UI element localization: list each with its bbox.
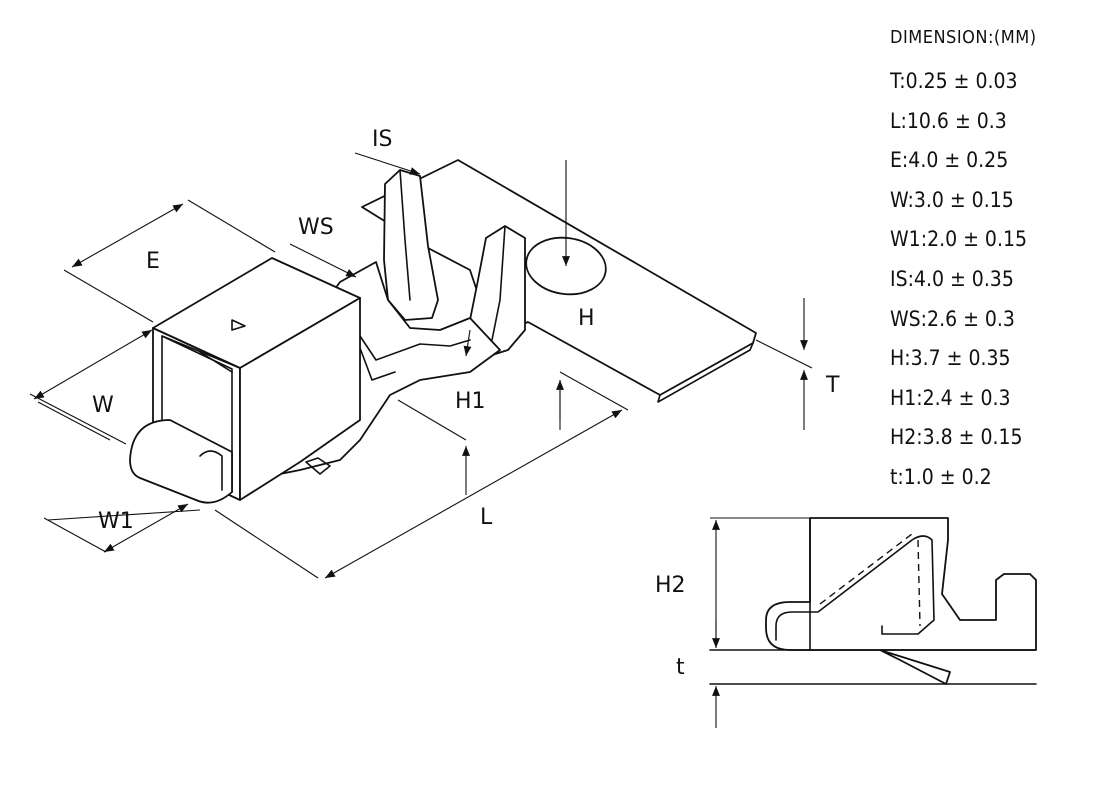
label-e: E — [146, 249, 160, 274]
terminal-side-view: H2 t — [655, 517, 1037, 728]
label-t-small: t — [676, 655, 685, 680]
label-is: IS — [372, 127, 392, 152]
spec-row-t-small: t:1.0 ± 0.2 — [890, 464, 992, 489]
spec-row-e: E:4.0 ± 0.25 — [890, 148, 1009, 173]
label-t-thickness: T — [825, 373, 840, 398]
dimensions-main: IS WS E W W1 H H1 L — [29, 127, 840, 579]
label-w1: W1 — [98, 509, 134, 534]
spec-row-w1: W1:2.0 ± 0.15 — [890, 227, 1027, 252]
spec-row-is: IS:4.0 ± 0.35 — [890, 266, 1014, 291]
label-h1: H1 — [455, 389, 486, 414]
spec-row-h1: H1:2.4 ± 0.3 — [890, 385, 1011, 410]
spec-row-ws: WS:2.6 ± 0.3 — [890, 306, 1015, 331]
spec-row-h2: H2:3.8 ± 0.15 — [890, 425, 1023, 450]
label-h2: H2 — [655, 573, 686, 598]
spec-row-w: W:3.0 ± 0.15 — [890, 187, 1014, 212]
side-profile — [765, 517, 1037, 651]
label-ws: WS — [298, 215, 334, 240]
box-bottom-spring — [129, 419, 233, 504]
terminal-3d-view — [129, 159, 757, 504]
dimension-spec-table: DIMENSION:(MM) T:0.25 ± 0.03 L:10.6 ± 0.… — [890, 24, 1090, 498]
label-l: L — [480, 505, 493, 530]
spec-row-t-thickness: T:0.25 ± 0.03 — [890, 69, 1018, 93]
spec-row-l: L:10.6 ± 0.3 — [890, 108, 1007, 133]
tab-plate-edge — [657, 342, 754, 403]
spec-row-h: H:3.7 ± 0.35 — [890, 346, 1011, 371]
spec-title: DIMENSION:(MM) — [890, 27, 1037, 48]
label-w: W — [92, 393, 114, 418]
label-h: H — [578, 306, 595, 331]
